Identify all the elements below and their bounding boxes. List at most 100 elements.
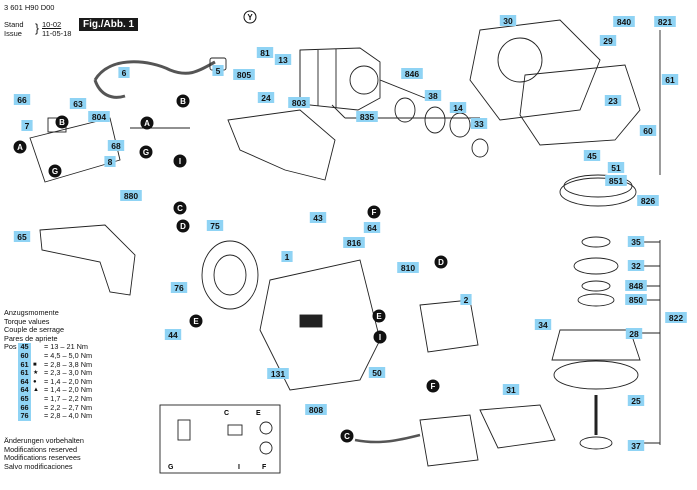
part-label-81: 81 [256, 47, 274, 58]
legend-row: 61★= 2,3 – 3,0 Nm [4, 369, 92, 378]
svg-text:F: F [372, 208, 377, 217]
svg-text:66: 66 [17, 95, 27, 105]
part-label-51: 51 [607, 162, 625, 173]
svg-text:822: 822 [669, 313, 683, 323]
svg-text:808: 808 [309, 405, 323, 415]
svg-text:31: 31 [506, 385, 516, 395]
svg-text:A: A [144, 119, 150, 128]
part-label-35: 35 [627, 236, 645, 247]
part-label-31: 31 [502, 384, 520, 395]
legend-pos-chip: 66 [18, 403, 31, 413]
svg-text:38: 38 [428, 91, 438, 101]
svg-text:64: 64 [367, 223, 377, 233]
part-label-75: 75 [206, 220, 224, 231]
legend-pos-chip: 61 [18, 360, 31, 370]
bevel-gear-shape [559, 177, 637, 207]
legend-symbol: ▲ [33, 387, 39, 394]
callout-G: G [48, 164, 62, 178]
changes-line: Modifications reservees [4, 453, 81, 463]
motor-housing-shape [259, 259, 381, 391]
doc-number: 3 601 H90 D00 [4, 3, 55, 12]
legend-value: = 1,4 – 2,0 Nm [44, 376, 93, 386]
part-label-821: 821 [654, 16, 676, 27]
svg-text:Y: Y [247, 13, 253, 22]
part-label-60: 60 [639, 125, 657, 136]
legend-value: = 4,5 – 5,0 Nm [44, 350, 93, 360]
legend-value: = 2,3 – 3,0 Nm [44, 368, 93, 378]
handle-shape [227, 109, 336, 181]
changes-note: Änderungen vorbehalten Modifications res… [4, 436, 84, 471]
part-label-805: 805 [233, 69, 255, 80]
svg-text:D: D [438, 258, 444, 267]
callout-F: F [367, 205, 381, 219]
callout-F: F [426, 379, 440, 393]
armature-shape [299, 47, 381, 111]
callout-C: C [173, 201, 187, 215]
legend-pos-chip: 60 [18, 351, 31, 361]
svg-text:826: 826 [641, 196, 655, 206]
part-label-851: 851 [605, 175, 627, 186]
part-label-846: 846 [401, 68, 423, 79]
part-label-810: 810 [397, 262, 419, 273]
part-label-61: 61 [661, 74, 679, 85]
part-label-66: 66 [13, 94, 31, 105]
legend-symbol: ■ [33, 361, 37, 368]
callout-Y: Y [243, 10, 257, 24]
part-label-803: 803 [288, 97, 310, 108]
svg-text:24: 24 [261, 93, 271, 103]
callout-A: A [140, 116, 154, 130]
part-label-34: 34 [534, 319, 552, 330]
wiring-diagram-box [159, 404, 281, 474]
svg-text:D: D [180, 222, 186, 231]
svg-text:81: 81 [260, 48, 270, 58]
wiring-letter-F: F [262, 464, 267, 471]
part-label-29: 29 [599, 35, 617, 46]
part-label-23: 23 [604, 95, 622, 106]
changes-line: Änderungen vorbehalten [4, 436, 84, 445]
part-label-5: 5 [212, 65, 224, 76]
svg-text:I: I [179, 157, 181, 166]
part-label-2: 2 [460, 294, 472, 305]
legend-pos-label: Pos [4, 342, 17, 352]
part-label-32: 32 [627, 260, 645, 271]
svg-text:805: 805 [237, 70, 251, 80]
bracket-glyph: } [35, 21, 40, 35]
legend-value: = 1,4 – 2,0 Nm [44, 385, 93, 395]
svg-text:880: 880 [124, 191, 138, 201]
svg-text:14: 14 [453, 103, 463, 113]
svg-text:61: 61 [665, 75, 675, 85]
wiring-letter-E: E [256, 410, 261, 417]
auxiliary-handle-shape [39, 224, 136, 296]
svg-text:I: I [379, 333, 381, 342]
part-label-64: 64 [363, 222, 381, 233]
svg-text:50: 50 [372, 368, 382, 378]
svg-text:29: 29 [603, 36, 613, 46]
legend-value: = 1,7 – 2,2 Nm [44, 393, 93, 403]
svg-text:G: G [52, 167, 58, 176]
legend-row: 64●= 1,4 – 2,0 Nm [4, 376, 93, 387]
part-label-848: 848 [625, 280, 647, 291]
gear-head-shape [469, 19, 601, 121]
legend-row: 76= 2,8 – 4,0 Nm [4, 412, 92, 421]
callout-G: G [139, 145, 153, 159]
legend-title-es: Pares de apriete [4, 333, 58, 343]
svg-text:43: 43 [313, 213, 323, 223]
part-label-24: 24 [257, 92, 275, 103]
svg-text:60: 60 [643, 126, 653, 136]
wiring-letter-G: G [168, 464, 174, 471]
svg-text:816: 816 [347, 238, 361, 248]
svg-text:840: 840 [617, 17, 631, 27]
svg-text:821: 821 [658, 17, 672, 27]
svg-text:G: G [143, 148, 149, 157]
issue-label: Issue [4, 29, 22, 38]
legend-title-en: Torque values [4, 316, 50, 326]
legend-pos-chip: 45 [18, 343, 31, 352]
stand-label: Stand [4, 20, 24, 29]
svg-text:33: 33 [474, 119, 484, 129]
changes-line: Salvo modificaciones [4, 461, 73, 471]
svg-text:C: C [344, 432, 350, 441]
legend-pos-chip: 65 [18, 394, 31, 404]
svg-text:65: 65 [17, 232, 27, 242]
